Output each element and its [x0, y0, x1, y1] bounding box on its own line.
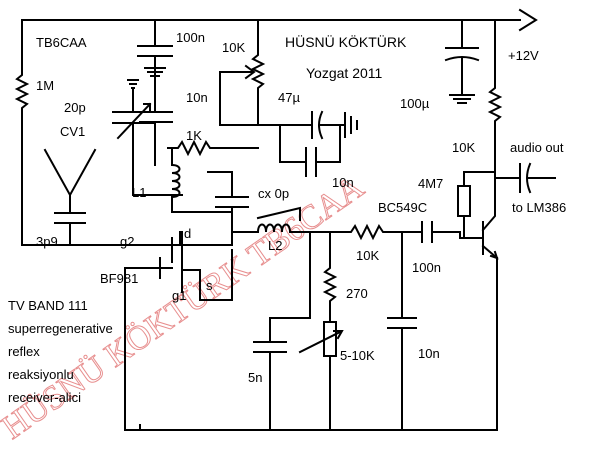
label-c-47u: 47µ — [278, 90, 300, 105]
desc-line-3: reflex — [8, 344, 40, 359]
antenna — [43, 148, 97, 246]
desc-line-5: receiver-alici — [8, 390, 81, 405]
supply-rail — [21, 8, 538, 32]
resistor-10k-series — [344, 223, 423, 241]
trimmer-cv1 — [112, 79, 183, 196]
label-c-100n-top: 100n — [176, 30, 205, 45]
label-r-10k-right: 10K — [452, 140, 475, 155]
label-d: d — [184, 226, 191, 241]
label-g2: g2 — [120, 234, 134, 249]
desc-line-4: reaksiyonlu — [8, 367, 74, 382]
label-c-10n-bot: 10n — [418, 346, 440, 361]
resistor-270 — [322, 231, 338, 323]
inductor-l1 — [170, 147, 233, 213]
capacitor-10n-left — [139, 87, 173, 166]
label-l1: L1 — [132, 185, 146, 200]
potentiometer-10k-top — [219, 19, 291, 126]
label-callsign: TB6CAA — [36, 35, 87, 50]
label-audio-out: audio out — [510, 140, 564, 155]
resistor-1k — [167, 139, 259, 157]
resistor-4m7 — [457, 171, 496, 239]
label-c-5n: 5n — [248, 370, 262, 385]
label-pot-10k-top: 10K — [222, 40, 245, 55]
transistor-bc549c — [459, 177, 499, 431]
label-supply: +12V — [508, 48, 539, 63]
label-c-20p: 20p — [64, 100, 86, 115]
label-r-1k: 1K — [186, 128, 202, 143]
capacitor-10n-mid — [279, 124, 341, 177]
label-r-270: 270 — [346, 286, 368, 301]
label-c-10n-mid: 10n — [332, 175, 354, 190]
label-c-100u: 100µ — [400, 96, 430, 111]
label-s: s — [206, 278, 213, 293]
resistor-10k-collector — [487, 19, 556, 194]
label-bc549c: BC549C — [378, 200, 427, 215]
label-pot-5-10k: 5-10K — [340, 348, 375, 363]
potentiometer-5-10k — [298, 321, 344, 431]
label-cv1: CV1 — [60, 124, 85, 139]
capacitor-cx — [207, 171, 249, 213]
label-c-3p9: 3p9 — [36, 234, 58, 249]
capacitor-47u — [289, 110, 358, 140]
mosfet-bf981 — [124, 211, 233, 431]
inductor-l2 — [231, 206, 346, 234]
label-location-year: Yozgat 2011 — [306, 65, 383, 81]
capacitor-100n-top — [137, 19, 173, 89]
label-to-amp: to LM386 — [512, 200, 566, 215]
resistor-1m — [14, 19, 181, 246]
label-l2: L2 — [268, 238, 282, 253]
label-bf981: BF981 — [100, 271, 138, 286]
capacitor-100n-coupling — [421, 221, 461, 243]
capacitor-5n — [253, 231, 311, 431]
label-r-1m: 1M — [36, 78, 54, 93]
label-cx: cx 0p — [258, 186, 289, 201]
label-r-4m7: 4M7 — [418, 176, 443, 191]
ground-rail — [124, 424, 498, 431]
capacitor-100u — [444, 19, 480, 104]
label-c-10n-left: 10n — [186, 90, 208, 105]
label-c-100n-bot: 100n — [412, 260, 441, 275]
label-author: HÜSNÜ KÖKTÜRK — [285, 33, 407, 50]
label-g1: g1 — [172, 288, 186, 303]
desc-line-2: superregenerative — [8, 321, 113, 336]
capacitor-10n-shunt — [387, 231, 417, 431]
label-r-10k-bot: 10K — [356, 248, 379, 263]
desc-line-1: TV BAND 111 — [8, 298, 88, 313]
